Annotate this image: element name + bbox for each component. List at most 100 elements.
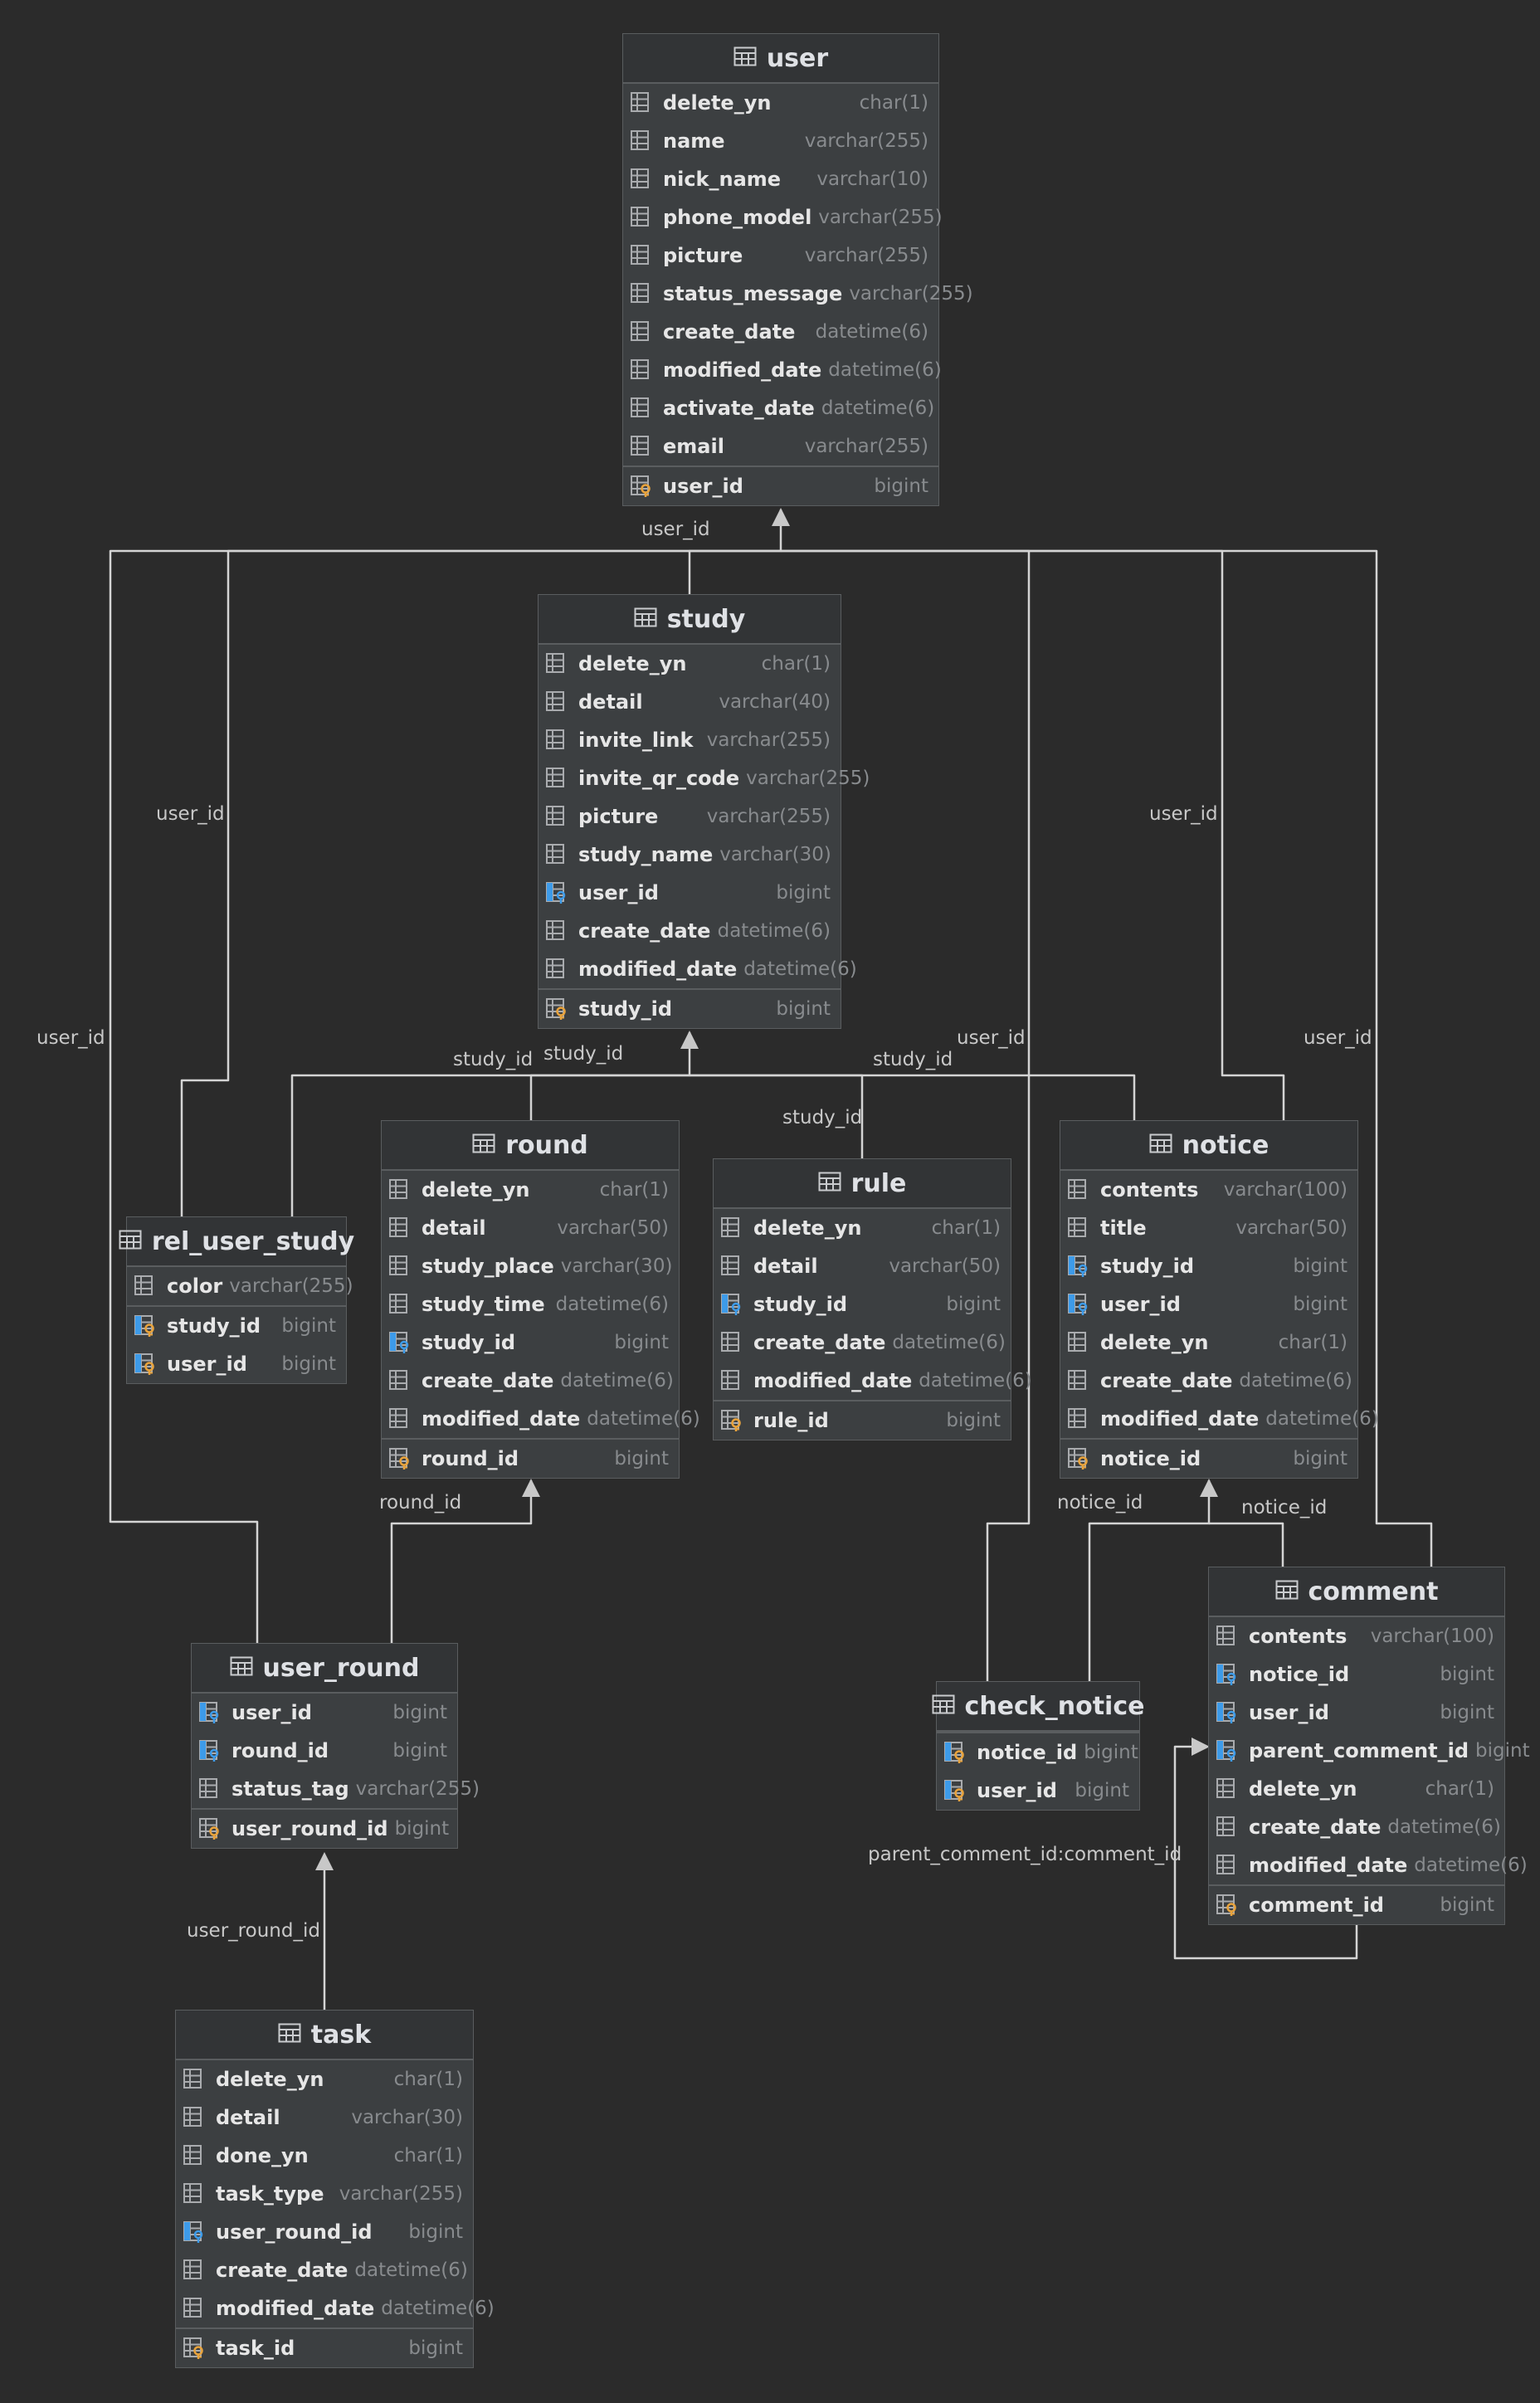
- table-header[interactable]: rule: [714, 1159, 1011, 1209]
- table-name: rule: [850, 1168, 907, 1198]
- column-type: varchar(30): [351, 2107, 463, 2128]
- table-header[interactable]: check_notice: [932, 1682, 1144, 1732]
- column-row[interactable]: detail varchar(30): [176, 2098, 473, 2137]
- column-type: bigint: [1084, 1742, 1138, 1763]
- table-header[interactable]: study: [539, 595, 841, 645]
- table-icon: [1275, 1577, 1299, 1606]
- table-header[interactable]: user_round: [192, 1644, 457, 1694]
- column-type: char(1): [599, 1179, 669, 1201]
- table-header[interactable]: notice: [1060, 1121, 1357, 1171]
- column-icon: [720, 1255, 745, 1278]
- table-header[interactable]: comment: [1209, 1567, 1504, 1617]
- table-header[interactable]: round: [382, 1121, 679, 1171]
- column-icon: [720, 1216, 745, 1240]
- column-name: detail: [216, 2106, 280, 2129]
- foreign-key-column-icon: [1067, 1293, 1092, 1316]
- column-name: delete_yn: [216, 2068, 324, 2091]
- table-header[interactable]: rel_user_study: [119, 1217, 354, 1267]
- table-header[interactable]: user: [623, 34, 938, 84]
- column-name: create_date: [578, 919, 711, 943]
- column-name: notice_id: [1249, 1663, 1350, 1686]
- table-header[interactable]: task: [176, 2011, 473, 2060]
